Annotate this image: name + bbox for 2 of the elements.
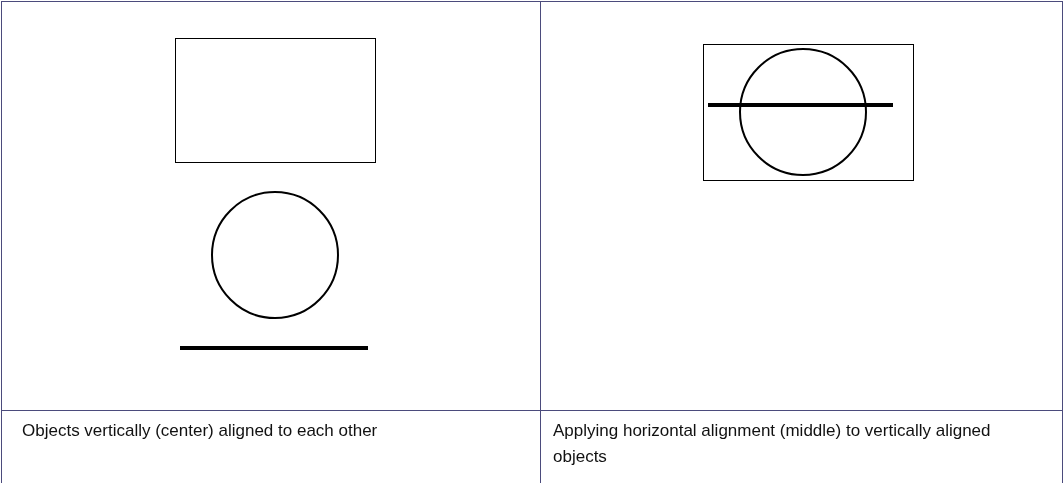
cell-text: Applying horizontal alignment (middle) to vertically aligned objects: [553, 420, 992, 468]
cell-text: Objects vertically (center) aligned to each other: [22, 420, 379, 442]
